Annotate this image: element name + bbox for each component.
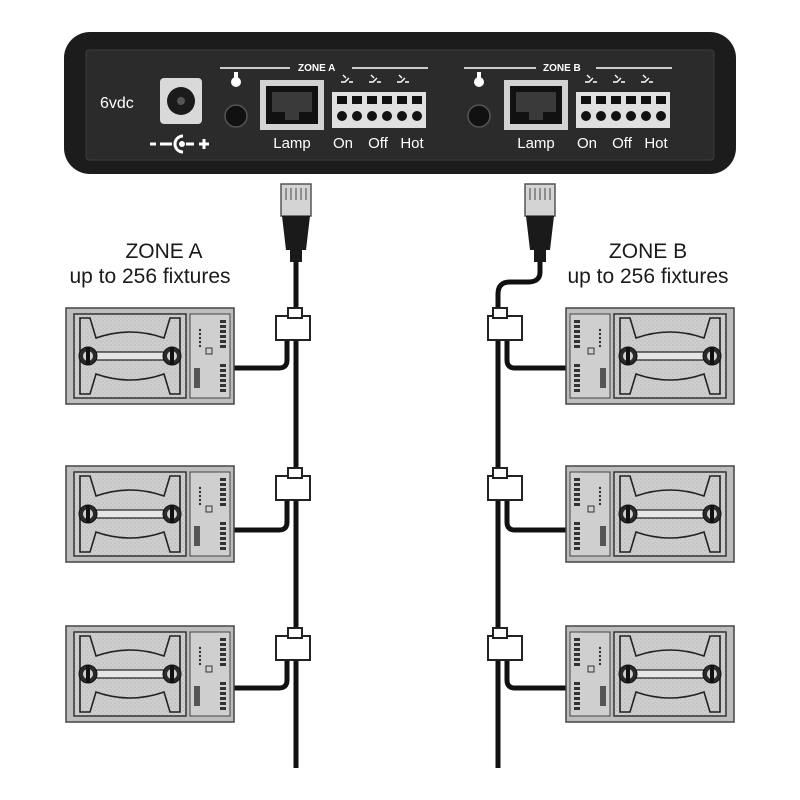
zone-a-subtitle: up to 256 fixtures: [69, 265, 230, 288]
zone-b-hot-label: Hot: [644, 135, 668, 152]
cable-splitter-icon: [275, 467, 311, 501]
rj45-port-icon[interactable]: [504, 80, 568, 130]
rj45-port-icon[interactable]: [260, 80, 324, 130]
zone-b-subtitle: up to 256 fixtures: [567, 265, 728, 288]
controller-box: 6vdc ZONE A: [64, 32, 736, 174]
mount-hole-icon: [224, 104, 248, 128]
light-fixture-icon: [565, 625, 735, 723]
switch-icon: [585, 74, 653, 83]
light-fixture-icon: [565, 307, 735, 405]
light-fixture-icon: [65, 307, 235, 405]
cable-splitter-icon: [275, 307, 311, 341]
zone-a-on-label: On: [333, 135, 353, 152]
cable-splitter-icon: [275, 627, 311, 661]
zone-b-header: ZONE B: [543, 63, 581, 74]
zone-a-off-label: Off: [368, 135, 389, 152]
zone-b-panel: ZONE B Lamp: [464, 63, 672, 152]
zone-a-lamp-label: Lamp: [273, 135, 311, 152]
zone-b-fixtures: [565, 307, 735, 723]
zone-b-trunk-cable: [495, 262, 543, 768]
zone-a-fixtures: [65, 307, 235, 723]
screw-terminal-icon[interactable]: [576, 92, 670, 128]
keyhole-icon: [231, 72, 241, 87]
mount-hole-icon: [467, 104, 491, 128]
rj45-plug-icon: [280, 183, 312, 262]
switch-icon: [341, 74, 409, 83]
zone-b-branch-cables: [504, 338, 566, 691]
zone-a-header: ZONE A: [298, 63, 335, 74]
zone-b-lamp-label: Lamp: [517, 135, 555, 152]
dc-jack-icon[interactable]: [160, 78, 202, 124]
light-fixture-icon: [65, 465, 235, 563]
cable-splitter-icon: [487, 467, 523, 501]
zone-a-hot-label: Hot: [400, 135, 424, 152]
zone-b-splitters: [487, 307, 523, 661]
zone-a-splitters: [275, 307, 311, 661]
polarity-icon: [150, 134, 209, 154]
zone-a-panel: ZONE A Lamp: [220, 63, 428, 152]
zone-b-title: ZONE B: [609, 240, 687, 263]
screw-terminal-icon[interactable]: [332, 92, 426, 128]
zone-b-off-label: Off: [612, 135, 633, 152]
cable-splitter-icon: [487, 307, 523, 341]
zone-a-title: ZONE A: [125, 240, 202, 263]
zone-b-on-label: On: [577, 135, 597, 152]
light-fixture-icon: [65, 625, 235, 723]
keyhole-icon: [474, 72, 484, 87]
zone-a-branch-cables: [234, 338, 290, 691]
voltage-label: 6vdc: [100, 95, 134, 112]
cable-splitter-icon: [487, 627, 523, 661]
rj45-plug-icon: [524, 183, 556, 262]
light-fixture-icon: [565, 465, 735, 563]
